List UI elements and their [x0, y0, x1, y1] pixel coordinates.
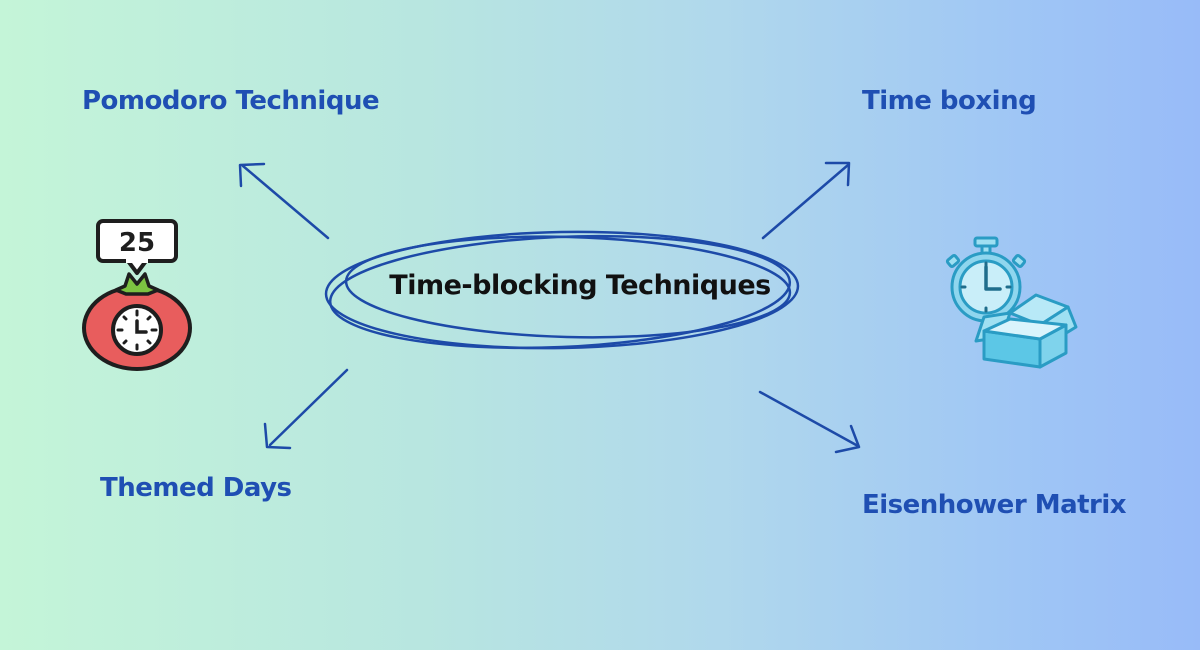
arrow-pomodoro-head [238, 162, 266, 188]
arrow-eisen-head [834, 424, 861, 454]
arrow-themed-head [263, 422, 292, 450]
pomodoro-number: 25 [119, 228, 155, 258]
arrow-timebox-head [824, 161, 851, 187]
themed-days-label: Themed Days [100, 473, 292, 503]
center-ellipse-stroke [328, 234, 792, 350]
arrow-timebox [761, 163, 850, 240]
arrow-themed [268, 368, 349, 447]
arrow-pomodoro [241, 164, 330, 240]
pomodoro-label: Pomodoro Technique [82, 86, 380, 116]
arrow-eisen [758, 390, 860, 448]
center-title: Time-blocking Techniques [389, 270, 771, 301]
stopwatch-box-icon [945, 236, 1078, 369]
eisenhower-matrix-label: Eisenhower Matrix [862, 490, 1127, 520]
time-boxing-label: Time boxing [862, 86, 1037, 116]
pomodoro-timer-icon: 25 [82, 219, 192, 371]
